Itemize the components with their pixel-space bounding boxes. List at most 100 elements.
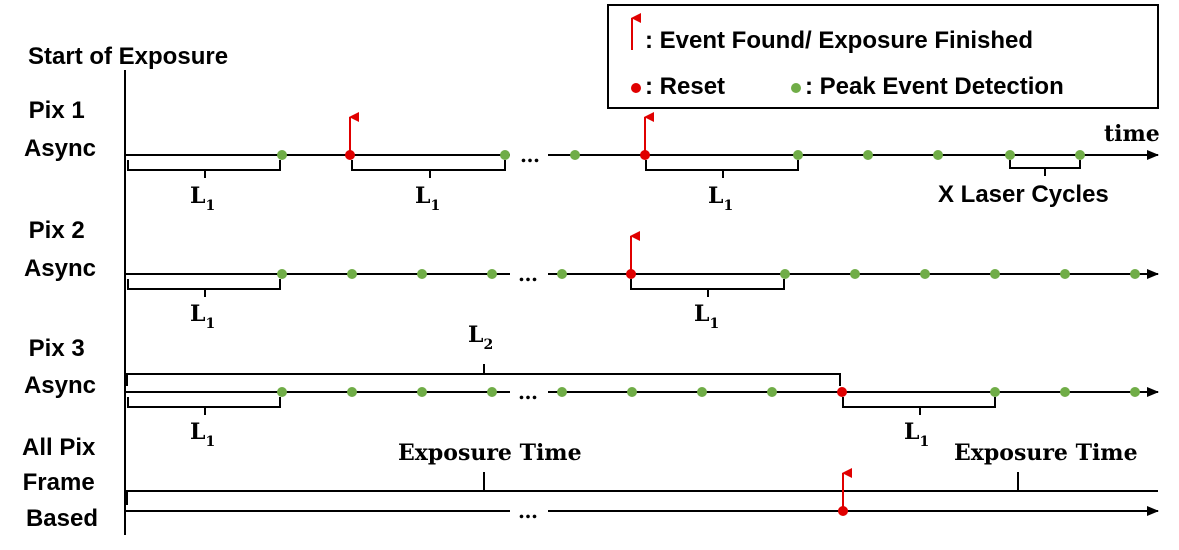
l1-brace (842, 397, 996, 415)
peak-event-dot (1060, 269, 1070, 279)
peak-event-dot (570, 150, 580, 160)
laser-cycles-brace (1009, 160, 1081, 176)
l2-brace (126, 364, 841, 386)
l1-label: L1 (708, 183, 733, 214)
peak-event-dot (557, 387, 567, 397)
row-label-pix2: Pix 2 Async (24, 217, 96, 282)
peak-event-dot (347, 269, 357, 279)
peak-event-dot (850, 269, 860, 279)
peak-event-dot (277, 387, 287, 397)
l1-subscript: 1 (709, 316, 719, 332)
peak-event-dot (487, 269, 497, 279)
exposure-time-label: Exposure Time (398, 440, 582, 466)
legend-event-label: : Event Found/ Exposure Finished (645, 27, 1033, 54)
peak-event-dot (990, 387, 1000, 397)
peak-event-dot (1060, 387, 1070, 397)
peak-event-dot (277, 150, 287, 160)
peak-event-dot (780, 269, 790, 279)
row-label-line: Pix 3 (29, 335, 85, 362)
laser-cycles-label: X Laser Cycles (938, 181, 1109, 208)
l1-label: L1 (415, 183, 440, 214)
row-label-line: Async (24, 255, 96, 282)
diagram-title: Start of Exposure (28, 43, 228, 70)
l1-label: L1 (904, 419, 929, 450)
peak-event-dot (920, 269, 930, 279)
timeline-frame: Exposure Time Exposure Time … (125, 440, 1159, 523)
row-label-line: Based (26, 505, 98, 532)
l1-letter: L (694, 301, 709, 327)
row-label-line: Async (24, 372, 96, 399)
l1-letter: L (415, 183, 430, 209)
l1-letter: L (190, 419, 205, 445)
peak-event-dot (767, 387, 777, 397)
peak-event-dot (487, 387, 497, 397)
row-label-line: Async (24, 135, 96, 162)
timeline-pix1: … time L1 L1 L1 X Laser Cycles (125, 112, 1160, 214)
l2-label: L2 (468, 322, 493, 353)
timeline-ellipsis: … (518, 380, 538, 404)
l2-subscript: 2 (483, 337, 493, 353)
peak-event-dot (933, 150, 943, 160)
time-axis-label: time (1104, 121, 1160, 147)
reset-dot-icon (631, 83, 641, 93)
l1-label: L1 (190, 183, 215, 214)
timeline-ellipsis: … (518, 262, 538, 286)
reset-dot (837, 387, 847, 397)
peak-dot-icon (791, 83, 801, 93)
peak-event-dot (863, 150, 873, 160)
l1-subscript: 1 (205, 198, 215, 214)
l2-letter: L (468, 322, 483, 348)
l1-label: L1 (694, 301, 719, 332)
row-label-line: Pix 1 (29, 97, 85, 124)
peak-event-dot (1075, 150, 1085, 160)
row-label-line: Frame (23, 469, 95, 496)
legend: : Event Found/ Exposure Finished : Reset… (607, 4, 1159, 109)
l1-letter: L (190, 301, 205, 327)
l1-subscript: 1 (430, 198, 440, 214)
row-label-line: All Pix (22, 434, 96, 461)
l1-letter: L (708, 183, 723, 209)
row-label-line: Pix 2 (29, 217, 85, 244)
reset-dot (640, 150, 650, 160)
peak-event-dot (500, 150, 510, 160)
l1-subscript: 1 (919, 434, 929, 450)
peak-event-dot (697, 387, 707, 397)
row-label-frame: All Pix Frame Based (22, 434, 102, 532)
peak-event-dot (277, 269, 287, 279)
peak-event-dot (417, 387, 427, 397)
exposure-time-brace (126, 472, 1158, 505)
peak-event-dot (557, 269, 567, 279)
peak-event-dot (793, 150, 803, 160)
peak-event-dot (417, 269, 427, 279)
row-label-pix1: Pix 1 Async (24, 97, 96, 162)
peak-event-dot (1130, 387, 1140, 397)
timeline-ellipsis: … (520, 143, 540, 167)
timeline-pix3: L2 … L1 L1 (125, 322, 1159, 450)
l1-subscript: 1 (205, 316, 215, 332)
l1-brace (630, 279, 785, 297)
l1-brace (351, 160, 506, 178)
l1-brace (127, 397, 281, 415)
l1-label: L1 (190, 301, 215, 332)
row-label-pix3: Pix 3 Async (24, 335, 96, 399)
peak-event-dot (627, 387, 637, 397)
l1-subscript: 1 (205, 434, 215, 450)
peak-event-dot (1130, 269, 1140, 279)
l1-letter: L (190, 183, 205, 209)
peak-event-dot (1005, 150, 1015, 160)
l1-brace (127, 279, 281, 297)
l1-letter: L (904, 419, 919, 445)
reset-dot (838, 506, 848, 516)
l1-subscript: 1 (723, 198, 733, 214)
peak-event-dot (347, 387, 357, 397)
l1-brace (645, 160, 799, 178)
legend-peak-label: : Peak Event Detection (805, 73, 1064, 100)
exposure-time-label: Exposure Time (954, 440, 1138, 466)
timeline-ellipsis: … (518, 499, 538, 523)
l1-brace (127, 160, 281, 178)
reset-dot (626, 269, 636, 279)
timeline-pix2: … L1 L1 (125, 231, 1159, 332)
peak-event-dot (990, 269, 1000, 279)
l1-label: L1 (190, 419, 215, 450)
